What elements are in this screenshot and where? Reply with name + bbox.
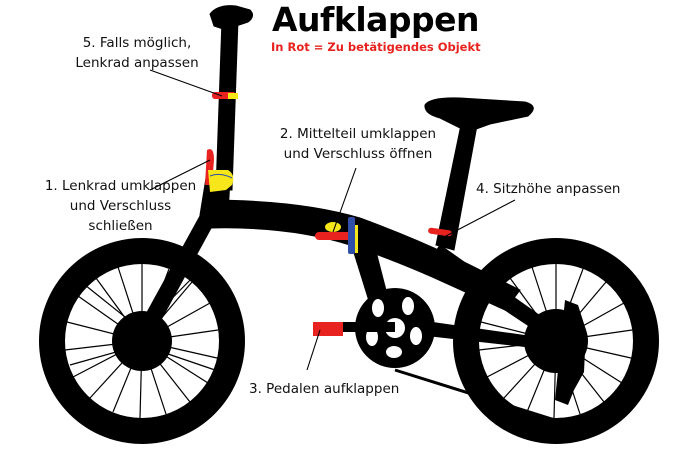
step-2-label: 2. Mittelteil umklappen und Verschluss ö… — [258, 124, 458, 164]
step-5-line1: 5. Falls möglich, — [82, 35, 192, 51]
step-4-line1: 4. Sitzhöhe anpassen — [476, 181, 621, 197]
step-3-line1: 3. Pedalen aufklappen — [249, 381, 400, 397]
step-1-line1: 1. Lenkrad umklappen — [44, 178, 197, 194]
step-3-label: 3. Pedalen aufklappen — [249, 379, 399, 399]
chainring — [340, 288, 435, 368]
step-2-line2: und Verschluss öffnen — [283, 146, 433, 162]
step-5-label: 5. Falls möglich, Lenkrad anpassen — [62, 33, 212, 73]
front-wheel — [39, 238, 245, 444]
step-1-line2: und Verschluss — [69, 198, 172, 214]
seatpost-clamp — [428, 227, 452, 237]
bike-frame — [133, 5, 561, 422]
handlebar-clamp — [212, 92, 238, 99]
legend-note: In Rot = Zu betätigendes Objekt — [271, 40, 481, 54]
leader-lines — [149, 69, 516, 371]
diagram-title: Aufklappen — [272, 0, 480, 39]
step-1-label: 1. Lenkrad umklappen und Verschluss schl… — [38, 176, 203, 236]
stem-latch — [205, 149, 234, 192]
pedal — [313, 322, 343, 336]
step-5-line2: Lenkrad anpassen — [75, 55, 199, 71]
step-1-line3: schließen — [88, 218, 153, 234]
frame-hinge-latch — [315, 217, 358, 254]
step-4-label: 4. Sitzhöhe anpassen — [476, 179, 620, 199]
step-2-line1: 2. Mittelteil umklappen — [279, 126, 437, 142]
